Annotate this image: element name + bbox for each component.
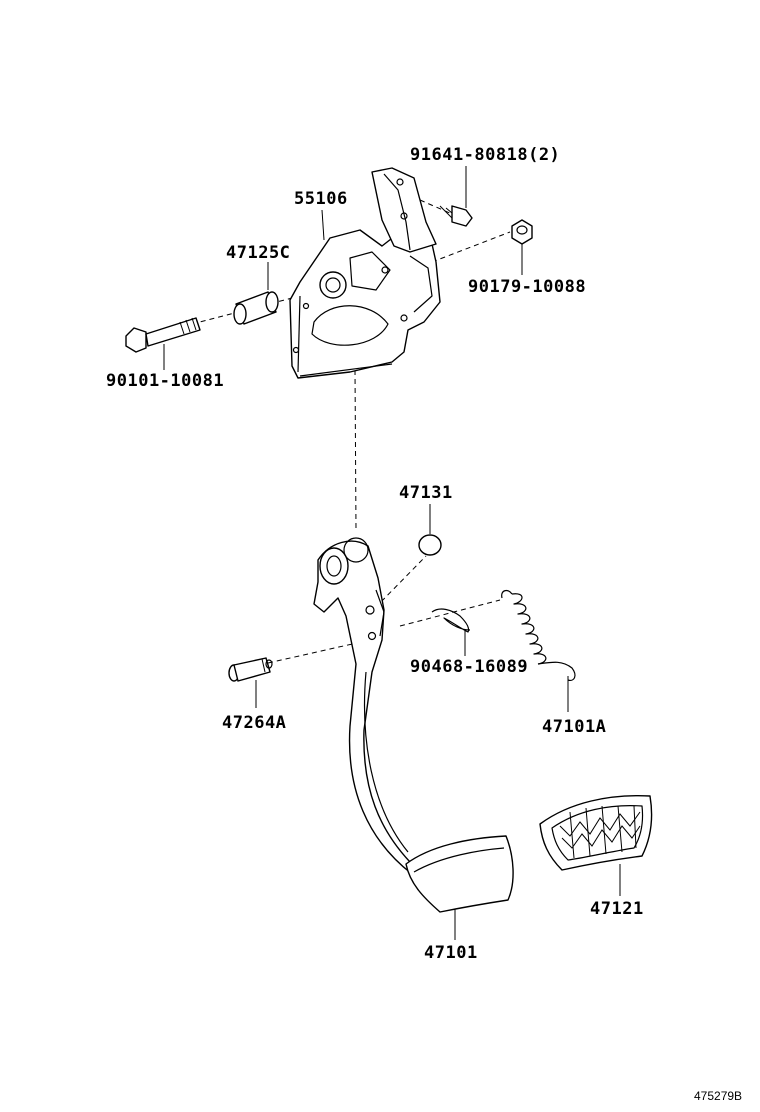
nut-90179 [511,219,533,245]
label-47264a: 47264A [222,713,286,733]
bolt-91641 [439,205,473,227]
bolt-90101 [125,317,201,353]
cushion-47131 [418,534,442,556]
label-90468-16089: 90468-16089 [410,657,528,677]
label-47101a: 47101A [542,717,606,737]
pad-47121 [539,795,653,871]
part-labels: 91641-80818(2) 55106 47125C 90179-10088 … [106,145,742,1103]
label-47121: 47121 [590,899,644,919]
label-90179-10088: 90179-10088 [468,277,586,297]
spring-47101a [501,589,576,681]
label-55106: 55106 [294,189,348,209]
figure-id: 475279B [694,1089,742,1103]
label-47131: 47131 [399,483,453,503]
leader-lines [163,166,621,940]
label-47101: 47101 [424,943,478,963]
pedal-47101 [313,537,514,913]
bracket-55106 [289,167,441,379]
label-90101-10081: 90101-10081 [106,371,224,391]
label-91641-80818: 91641-80818(2) [410,145,560,165]
clip-90468 [431,608,471,633]
label-47125c: 47125C [226,243,290,263]
bushing-47125c [233,291,279,325]
pin-47264a [228,657,273,682]
